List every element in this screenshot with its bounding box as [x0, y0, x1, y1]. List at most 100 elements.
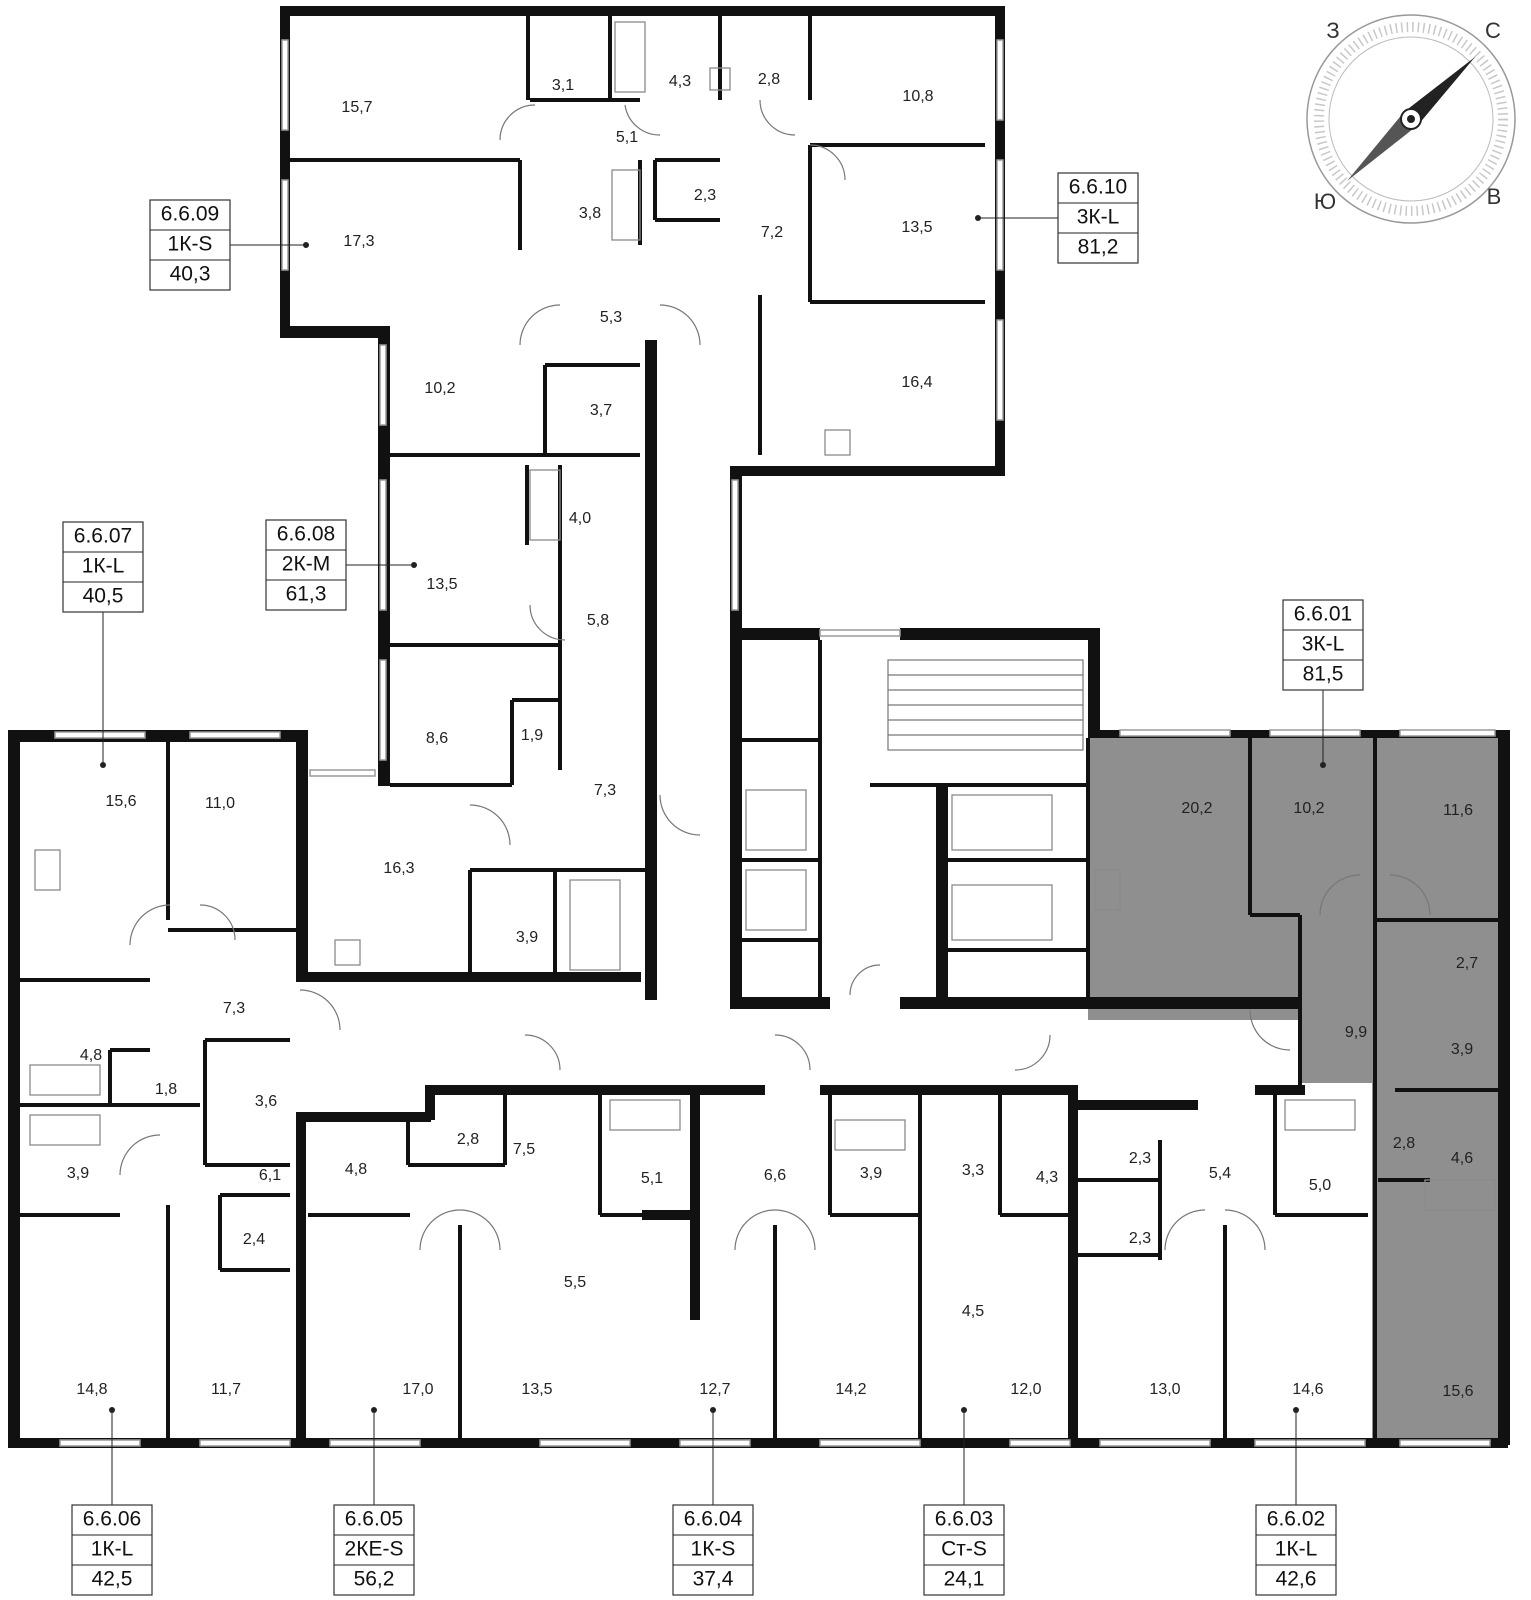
room-area: 2,3	[1129, 1150, 1151, 1167]
room-area: 9,9	[1345, 1024, 1367, 1041]
room-area: 1,8	[155, 1081, 177, 1098]
compass-south: Ю	[1314, 189, 1336, 214]
apartment-number: 6.6.09	[161, 203, 219, 226]
room-area: 14,6	[1292, 1381, 1323, 1398]
room-area: 7,2	[761, 224, 783, 241]
room-area: 1,9	[521, 727, 543, 744]
room-area: 12,7	[699, 1381, 730, 1398]
room-area: 4,3	[1036, 1169, 1058, 1186]
room-area: 4,8	[345, 1161, 367, 1178]
room-area: 13,5	[426, 576, 457, 593]
room-area: 16,3	[383, 860, 414, 877]
room-area: 3,9	[516, 929, 538, 946]
apartment-tag-6-6-07[interactable]: 6.6.07 1К-L 40,5	[62, 521, 144, 768]
room-area: 5,1	[641, 1170, 663, 1187]
room-area: 7,3	[223, 1000, 245, 1017]
room-area: 3,1	[552, 77, 574, 94]
room-area: 7,5	[513, 1141, 535, 1158]
apartment-tag-6-6-10[interactable]: 6.6.10 3К-L 81,2	[975, 172, 1139, 264]
room-area: 7,3	[594, 782, 616, 799]
room-area: 10,2	[424, 380, 455, 397]
room-area: 2,8	[457, 1131, 479, 1148]
room-area: 15,6	[105, 793, 136, 810]
room-area: 5,8	[587, 612, 609, 629]
apartment-number: 6.6.08	[277, 523, 335, 546]
room-area: 3,8	[579, 205, 601, 222]
apartment-area: 42,5	[92, 1568, 133, 1591]
apartment-number: 6.6.10	[1069, 176, 1127, 199]
apartment-area: 81,5	[1303, 663, 1344, 686]
apartment-area: 61,3	[286, 583, 327, 606]
room-area: 16,4	[901, 374, 932, 391]
apartment-number: 6.6.01	[1294, 603, 1352, 626]
apartment-area: 56,2	[354, 1568, 395, 1591]
room-area: 2,7	[1456, 955, 1478, 972]
room-area: 5,4	[1209, 1165, 1231, 1182]
apartment-type: 1К-L	[1275, 1538, 1318, 1561]
room-area: 4,3	[669, 73, 691, 90]
room-area: 13,5	[521, 1381, 552, 1398]
room-area: 3,7	[590, 402, 612, 419]
room-area: 5,5	[564, 1274, 586, 1291]
compass-north: С	[1485, 18, 1501, 43]
room-area: 17,0	[402, 1381, 433, 1398]
room-area: 11,6	[1443, 802, 1473, 819]
apartment-tag-6-6-09[interactable]: 6.6.09 1К-S 40,3	[149, 199, 309, 291]
elevators	[745, 789, 1053, 941]
room-area: 2,3	[694, 187, 716, 204]
apartment-tag-6-6-04[interactable]: 6.6.04 1К-S 37,4	[672, 1407, 754, 1596]
room-area: 8,6	[426, 730, 448, 747]
apartment-type: 1К-L	[82, 555, 125, 578]
room-area: 4,5	[962, 1303, 984, 1320]
room-area: 5,0	[1309, 1177, 1331, 1194]
room-area: 6,6	[764, 1167, 786, 1184]
room-area: 3,9	[860, 1165, 882, 1182]
room-area: 6,1	[259, 1167, 281, 1184]
apartment-tag-6-6-01[interactable]: 6.6.01 3К-L 81,5	[1282, 599, 1364, 768]
room-area: 20,2	[1181, 800, 1212, 817]
apartment-number: 6.6.06	[83, 1508, 141, 1531]
apartment-tag-6-6-03[interactable]: 6.6.03 Ст-S 24,1	[923, 1407, 1005, 1596]
room-area: 13,0	[1149, 1381, 1180, 1398]
room-area: 11,0	[205, 795, 235, 812]
apartment-area: 40,5	[83, 585, 124, 608]
compass-west: З	[1326, 18, 1339, 43]
room-area: 3,3	[962, 1162, 984, 1179]
door-swings	[119, 99, 1431, 1251]
room-area: 2,8	[1393, 1135, 1415, 1152]
apartment-area: 37,4	[693, 1568, 734, 1591]
apartment-tag-6-6-06[interactable]: 6.6.06 1К-L 42,5	[71, 1407, 153, 1596]
room-area: 14,8	[76, 1381, 107, 1398]
compass: З С Ю В	[1306, 14, 1516, 224]
apartment-type: 1К-S	[168, 233, 213, 256]
room-area: 5,1	[616, 129, 638, 146]
apartment-tag-6-6-05[interactable]: 6.6.05 2КЕ-S 56,2	[333, 1407, 415, 1596]
apartment-type: 1К-S	[691, 1538, 736, 1561]
room-area: 15,7	[341, 99, 372, 116]
room-area: 3,9	[67, 1165, 89, 1182]
room-area: 10,8	[902, 88, 933, 105]
apartment-type: 3К-L	[1302, 633, 1345, 656]
apartment-tag-6-6-08[interactable]: 6.6.08 2К-M 61,3	[265, 519, 417, 611]
room-area: 10,2	[1293, 800, 1324, 817]
apartment-6-6-01-highlight[interactable]	[1088, 730, 1505, 1442]
apartment-number: 6.6.04	[684, 1508, 743, 1531]
apartment-area: 40,3	[170, 263, 211, 286]
apartment-type: 3К-L	[1077, 206, 1120, 229]
room-area: 3,9	[1451, 1041, 1473, 1058]
apartment-number: 6.6.07	[74, 525, 132, 548]
apartment-type: 1К-L	[91, 1538, 134, 1561]
room-labels: 15,7 3,1 4,3 2,8 10,8 5,1 2,3 7,2 13,5 1…	[67, 71, 1478, 1400]
apartment-area: 42,6	[1276, 1568, 1317, 1591]
apartment-type: Ст-S	[941, 1538, 987, 1561]
room-area: 2,4	[243, 1231, 265, 1248]
windows	[54, 39, 1496, 1447]
compass-needle-north-icon	[1404, 57, 1475, 125]
room-area: 2,8	[758, 71, 780, 88]
apartment-number: 6.6.05	[345, 1508, 403, 1531]
room-area: 11,7	[211, 1381, 241, 1398]
apartment-tag-6-6-02[interactable]: 6.6.02 1К-L 42,6	[1255, 1407, 1337, 1596]
apartment-area: 24,1	[944, 1568, 985, 1591]
staircase	[887, 659, 1084, 751]
